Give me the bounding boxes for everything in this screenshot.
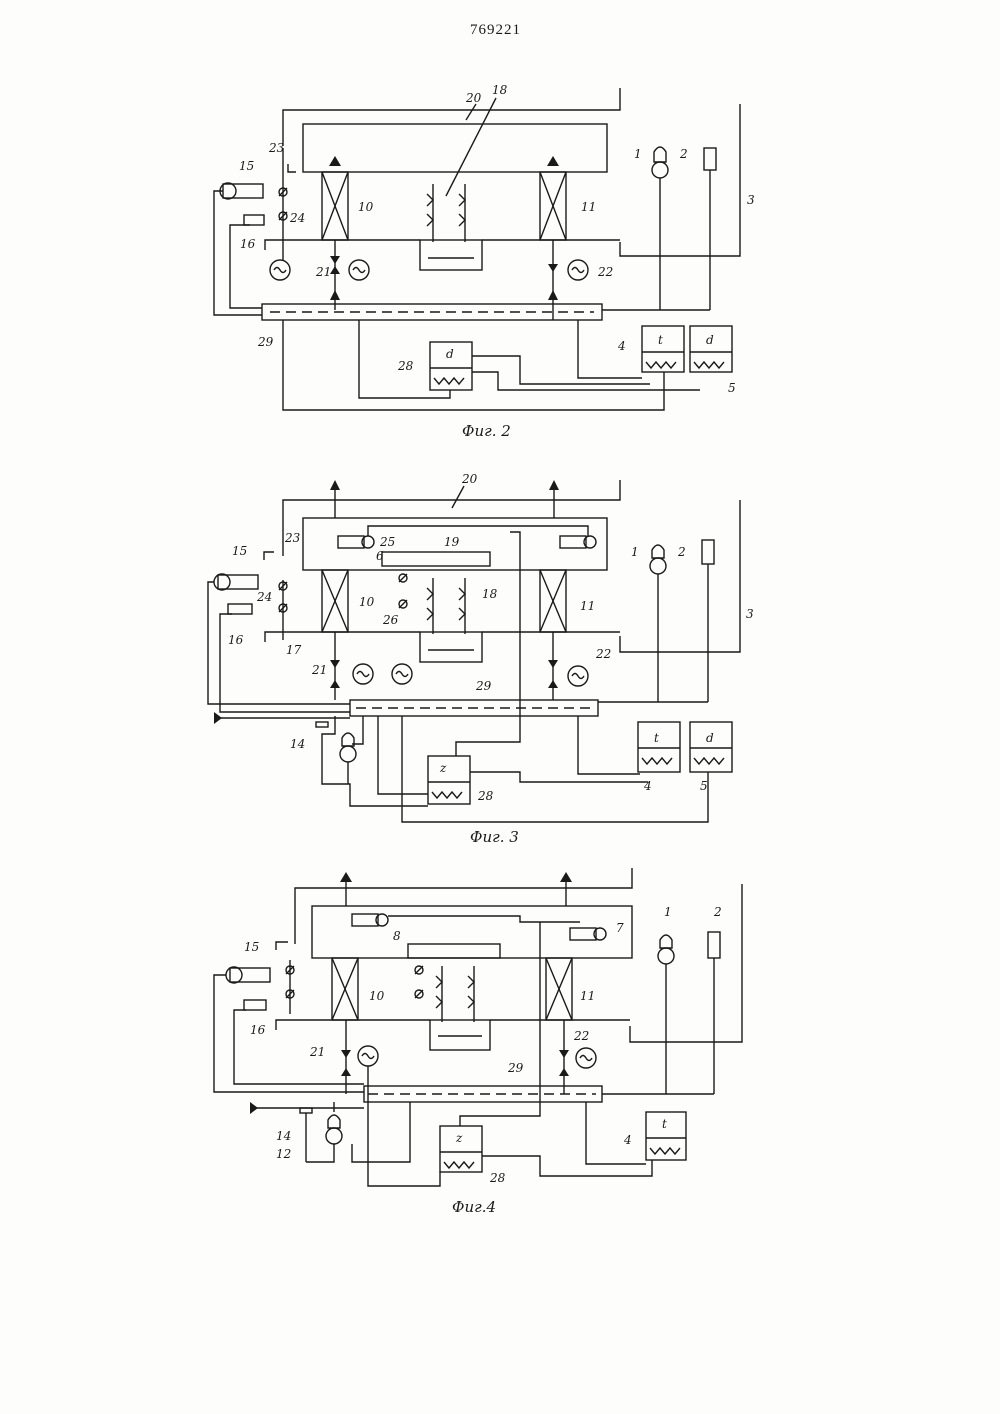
svg-text:11: 11 — [581, 200, 596, 214]
svg-text:11: 11 — [580, 599, 595, 613]
svg-text:2: 2 — [713, 905, 722, 919]
svg-text:23: 23 — [268, 141, 285, 155]
svg-text:16: 16 — [240, 237, 256, 251]
svg-text:3: 3 — [747, 193, 755, 207]
svg-text:18: 18 — [482, 587, 498, 601]
svg-text:10: 10 — [358, 200, 374, 214]
svg-text:28: 28 — [489, 1171, 506, 1185]
svg-text:7: 7 — [616, 921, 624, 935]
svg-text:29: 29 — [475, 679, 492, 693]
svg-text:4: 4 — [623, 1133, 632, 1147]
svg-text:29: 29 — [257, 335, 274, 349]
fig3-block-4-letter: t — [654, 731, 659, 745]
svg-text:16: 16 — [228, 633, 244, 647]
svg-text:1: 1 — [664, 905, 672, 919]
svg-text:3: 3 — [746, 607, 754, 621]
svg-text:1: 1 — [631, 545, 639, 559]
svg-text:5: 5 — [728, 381, 736, 395]
svg-text:10: 10 — [369, 989, 385, 1003]
fig2-label-20: 20 — [465, 91, 482, 105]
svg-text:24: 24 — [256, 590, 272, 604]
fig2-block-28-letter: d — [446, 347, 454, 361]
figure-2: 20 18 23 15 24 16 10 11 1 2 3 21 22 29 2… — [214, 83, 755, 440]
svg-text:23: 23 — [284, 531, 301, 545]
svg-text:6: 6 — [376, 549, 384, 563]
svg-text:5: 5 — [700, 779, 708, 793]
svg-text:25: 25 — [379, 535, 395, 549]
svg-text:15: 15 — [244, 940, 259, 954]
svg-text:22: 22 — [573, 1029, 589, 1043]
svg-text:24: 24 — [289, 211, 305, 225]
figure-4: 15 8 7 1 2 10 11 16 21 22 29 14 12 28 4 … — [214, 868, 742, 1216]
fig2-block-5-letter: d — [706, 333, 714, 347]
svg-text:17: 17 — [286, 643, 302, 657]
svg-text:8: 8 — [393, 929, 401, 943]
svg-text:14: 14 — [290, 737, 305, 751]
svg-text:16: 16 — [250, 1023, 266, 1037]
svg-text:26: 26 — [382, 613, 399, 627]
svg-text:21: 21 — [311, 663, 327, 677]
svg-text:19: 19 — [444, 535, 460, 549]
svg-text:12: 12 — [276, 1147, 291, 1161]
svg-text:14: 14 — [276, 1129, 291, 1143]
fig3-label-20: 20 — [461, 472, 478, 486]
fig3-block-28-letter: z — [439, 761, 447, 775]
fig2-label-18: 18 — [492, 83, 508, 97]
svg-text:2: 2 — [679, 147, 688, 161]
svg-text:1: 1 — [634, 147, 642, 161]
svg-text:15: 15 — [239, 159, 254, 173]
figure-3: 20 23 15 25 19 6 1 2 24 10 18 16 26 11 3… — [208, 472, 754, 846]
fig4-block-4-letter: t — [662, 1117, 667, 1131]
svg-text:4: 4 — [643, 779, 652, 793]
svg-text:22: 22 — [595, 647, 611, 661]
fig4-block-28-letter: z — [455, 1131, 463, 1145]
fig3-block-5-letter: d — [706, 731, 714, 745]
svg-text:10: 10 — [359, 595, 375, 609]
svg-text:21: 21 — [309, 1045, 325, 1059]
svg-text:11: 11 — [580, 989, 595, 1003]
svg-text:28: 28 — [477, 789, 494, 803]
fig4-caption: Фиг.4 — [452, 1198, 496, 1216]
svg-text:21: 21 — [315, 265, 331, 279]
fig2-block-4-letter: t — [658, 333, 663, 347]
svg-text:29: 29 — [507, 1061, 524, 1075]
svg-text:4: 4 — [617, 339, 626, 353]
svg-text:15: 15 — [232, 544, 247, 558]
fig2-caption: Фиг. 2 — [462, 422, 511, 440]
fig3-caption: Фиг. 3 — [470, 828, 519, 846]
svg-text:28: 28 — [397, 359, 414, 373]
svg-text:22: 22 — [597, 265, 613, 279]
svg-text:2: 2 — [677, 545, 686, 559]
